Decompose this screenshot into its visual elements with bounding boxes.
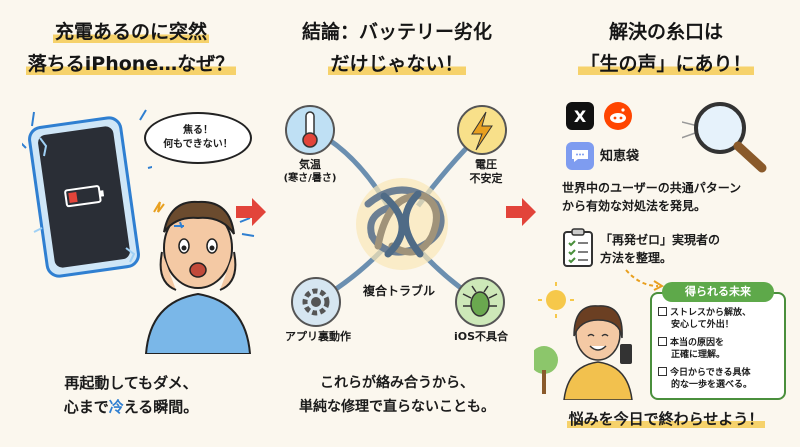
x-logo-icon: X xyxy=(566,102,594,130)
recurrence-zero-text-line1: 「再発ゼロ」実現者の xyxy=(600,233,721,247)
benefit-item: ストレスから解放、 安心して外出！ xyxy=(658,306,751,331)
chiebukuro-label: 知恵袋 xyxy=(600,149,640,164)
label-compound-trouble: 複合トラブル xyxy=(362,284,435,298)
panel2-title-line2: だけじゃない！ xyxy=(328,53,466,75)
global-pattern-text-line1: 世界中のユーザーの共通パターン xyxy=(562,181,742,195)
benefit3-line1: 今日からできる具体 xyxy=(670,368,751,378)
checkbox-icon xyxy=(658,307,667,316)
reddit-logo-icon xyxy=(604,102,632,130)
bubble-line1: 焦る！ xyxy=(183,125,213,136)
panel1-caption-line1: 再起動してもダメ、 xyxy=(64,374,198,392)
caption-part-c: える瞬間。 xyxy=(123,398,199,416)
panel3-title-line2: 「生の声」にあり！ xyxy=(578,53,754,75)
panel3-title-line1: 解決の糸口は xyxy=(608,21,723,43)
label-ios-bug: iOS不具合 xyxy=(453,330,509,343)
label-voltage-line2: 不安定 xyxy=(469,172,503,185)
arrow-right-icon xyxy=(506,198,536,226)
panel1-caption-line2: 心まで冷える瞬間。 xyxy=(0,396,262,418)
benefit2-line1: 本当の原因を xyxy=(670,338,725,348)
panic-speech-bubble: 焦る！ 何もできない！ xyxy=(144,112,252,164)
benefit3-line2: 的な一歩を選べる。 xyxy=(671,380,753,390)
worried-person-icon xyxy=(144,200,255,354)
arrow-right-icon xyxy=(236,198,266,226)
cause-network-diagram xyxy=(285,105,507,327)
benefit2-line2: 正確に理解。 xyxy=(671,350,726,360)
panel1-title-line2: 落ちるiPhone…なぜ？ xyxy=(25,53,237,75)
benefit1-line1: ストレスから解放、 xyxy=(670,308,752,318)
panel2-title-line1: 結論：バッテリー劣化 xyxy=(301,21,492,43)
caption-part-cold: 冷 xyxy=(108,398,124,416)
checkbox-icon xyxy=(658,367,667,376)
panel1-title-line1: 充電あるのに突然 xyxy=(52,21,209,43)
panel-problem: 充電あるのに突然 落ちるiPhone…なぜ？ 焦る！ 何もできない！ 再起動して… xyxy=(0,0,262,447)
bubble-line2: 何もできない！ xyxy=(163,139,233,150)
label-temp-line1: 気温 xyxy=(299,158,321,171)
panel2-caption-line2: 単純な修理で直らないことも。 xyxy=(299,399,495,415)
panel2-caption-line1: これらが絡み合うから、 xyxy=(320,375,474,391)
magnifier-icon xyxy=(682,102,767,173)
benefit-item: 本当の原因を 正確に理解。 xyxy=(658,336,725,361)
label-temp-line2: (寒さ/暑さ) xyxy=(283,173,337,184)
label-app-background: アプリ裏動作 xyxy=(285,330,351,343)
frozen-phone-icon xyxy=(22,109,152,278)
global-pattern-text-line2: から有効な対処法を発見。 xyxy=(562,199,707,213)
label-voltage: 電圧 不安定 xyxy=(456,158,516,186)
recurrence-zero-text-line2: 方法を整理。 xyxy=(600,251,673,265)
label-voltage-line1: 電圧 xyxy=(475,158,497,171)
happy-woman-icon xyxy=(534,282,633,400)
chat-bubble-icon xyxy=(566,142,594,170)
panel-solution: 解決の糸口は 「生の声」にあり！ X 知恵袋 世界中のユーザーの共通パターン か… xyxy=(532,0,800,447)
label-temperature: 気温 (寒さ/暑さ) xyxy=(280,158,340,186)
benefits-box: 得られる未来 ストレスから解放、 安心して外出！ 本当の原因を 正確に理解。 今… xyxy=(650,282,786,400)
benefits-box-title: 得られる未来 xyxy=(662,282,774,302)
panel-cause: 結論：バッテリー劣化 だけじゃない！ 気温 (寒さ/暑さ) 電圧 不安定 複合 xyxy=(268,0,526,447)
caption-part-a: 心まで xyxy=(63,398,109,416)
benefit-item: 今日からできる具体 的な一歩を選べる。 xyxy=(658,366,752,391)
benefit1-line2: 安心して外出！ xyxy=(671,320,734,330)
checkbox-icon xyxy=(658,337,667,346)
dashed-arrow-icon xyxy=(625,269,664,291)
clipboard-checklist-icon xyxy=(563,228,593,267)
panel3-caption: 悩みを今日で終わらせよう！ xyxy=(566,410,766,428)
